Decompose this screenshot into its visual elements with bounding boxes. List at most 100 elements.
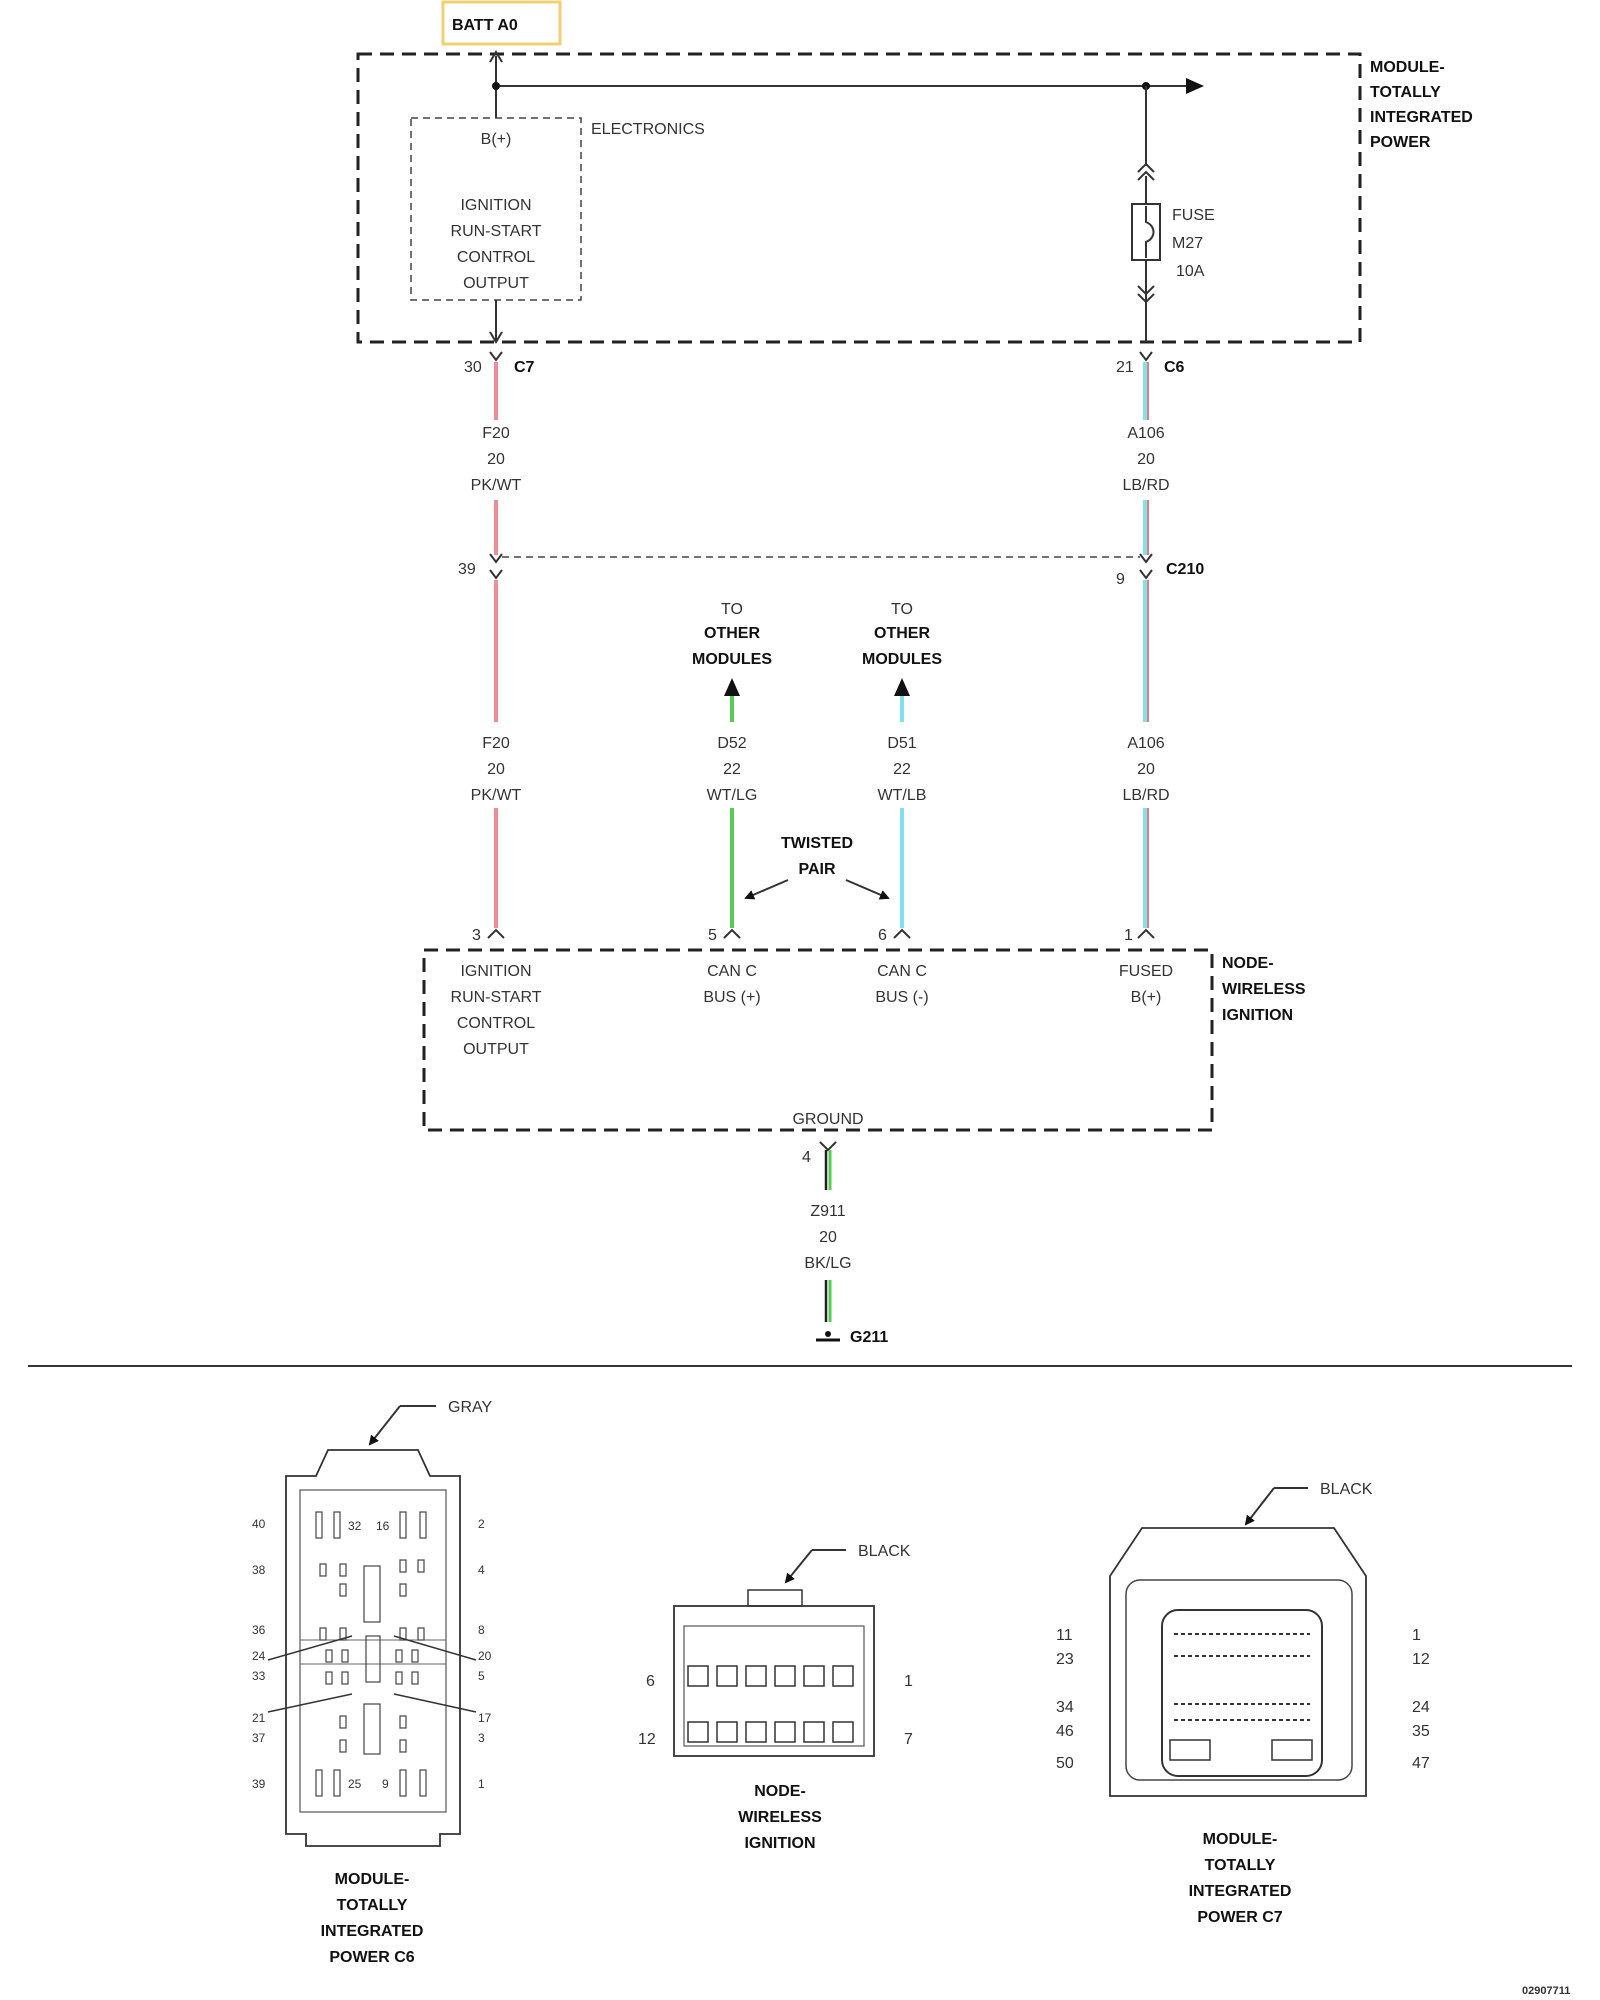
- c7-power-cavity-right: [1271, 1739, 1313, 1761]
- c7-right-pin: 1: [1412, 1627, 1421, 1644]
- c210-left-pin: 39: [458, 561, 476, 578]
- wire-z911-gauge: 20: [819, 1229, 837, 1246]
- c6-right-pin: 1: [478, 1777, 485, 1791]
- fuse-label-2: M27: [1172, 235, 1203, 252]
- electronics-label: ELECTRONICS: [591, 121, 705, 138]
- node-conn-cavity: [716, 1665, 738, 1687]
- c6-cavity: [419, 1769, 427, 1797]
- wire-d52: TO OTHER MODULES D52 22 WT/LG: [692, 601, 772, 928]
- c7-right-pin: 24: [1412, 1699, 1430, 1716]
- c6-left-pin: 38: [252, 1563, 266, 1577]
- c6-cavity: [419, 1511, 427, 1539]
- node-ign-line-3: CONTROL: [457, 1015, 535, 1032]
- c210-right-pin: 9: [1116, 571, 1125, 588]
- fuse-upper-chevron-1: [1137, 162, 1155, 173]
- node-pin4-symbol: [819, 1141, 837, 1152]
- node-canp-line-2: BUS (+): [703, 989, 760, 1006]
- c6-cavity: [339, 1715, 347, 1729]
- wire-a106-lower-code: A106: [1127, 735, 1164, 752]
- c6-inner-pin: 32: [348, 1519, 362, 1533]
- node-conn-left-pin: 12: [638, 1731, 656, 1748]
- c7-left-pin: 11: [1056, 1627, 1073, 1644]
- node-conn-color-label: BLACK: [858, 1543, 911, 1560]
- to-modules-left-1: TO: [721, 601, 743, 618]
- c6-cavity: [339, 1739, 347, 1753]
- fuse-lower-chevron-2: [1137, 293, 1155, 304]
- node-wireless-ignition-module: IGNITION RUN-START CONTROL OUTPUT CAN C …: [422, 948, 1306, 1132]
- c6-leader-17: [393, 1693, 477, 1713]
- node-pin3-label: 3: [472, 927, 481, 944]
- node-pin1-label: 1: [1124, 927, 1133, 944]
- ground-dot: [825, 1331, 831, 1337]
- node-conn-title-3: IGNITION: [744, 1835, 815, 1852]
- bus-splice-left: [492, 82, 500, 90]
- wire-a106-lower-color: LB/RD: [1122, 787, 1169, 804]
- c7-connector-symbol: [489, 351, 503, 362]
- c6-title-2: TOTALLY: [337, 1897, 408, 1914]
- c6-cavity: [399, 1769, 407, 1797]
- c7-pin: 30: [464, 359, 482, 376]
- c7-title-1: MODULE-: [1203, 1831, 1278, 1848]
- twisted-pair-arrow-right: [845, 879, 890, 900]
- fuse-label-1: FUSE: [1172, 207, 1215, 224]
- fuse-element: [1145, 206, 1155, 258]
- c6-cavity: [325, 1649, 333, 1663]
- node-ground-label: GROUND: [792, 1111, 863, 1128]
- tipm-title-2: TOTALLY: [1370, 84, 1441, 101]
- c6-name: C6: [1164, 359, 1185, 376]
- wire-d51-gauge: 22: [893, 761, 911, 778]
- c6-leader-24: [267, 1635, 353, 1661]
- c6-cavity: [399, 1715, 407, 1729]
- node-fused-line-2: B(+): [1131, 989, 1162, 1006]
- c7-title-4: POWER C7: [1197, 1909, 1282, 1926]
- to-modules-right-1: TO: [891, 601, 913, 618]
- wire-f20-upper-gauge: 20: [487, 451, 505, 468]
- c6-cavity: [341, 1671, 349, 1685]
- c6-cavity: [399, 1627, 407, 1641]
- c6-right-pin: 20: [478, 1649, 492, 1663]
- node-conn-cavity: [687, 1721, 709, 1743]
- connector-c210: 39 9 C210: [458, 553, 1204, 588]
- c6-left-pin: 39: [252, 1777, 266, 1791]
- c6-cavity: [399, 1511, 407, 1539]
- wire-d51-code: D51: [887, 735, 916, 752]
- fuse-label-3: 10A: [1176, 263, 1205, 280]
- d51-up-arrow: [894, 678, 910, 696]
- node-pin3-symbol: [487, 928, 505, 939]
- c6-leader-21: [267, 1693, 353, 1713]
- c7-color-label: BLACK: [1320, 1481, 1373, 1498]
- batt-label: BATT A0: [452, 17, 518, 34]
- c6-inner-pin: 9: [382, 1777, 389, 1791]
- twisted-pair-label-2: PAIR: [798, 861, 835, 878]
- c6-cavity: [319, 1563, 327, 1577]
- node-conn-title-2: WIRELESS: [738, 1809, 822, 1826]
- c6-left-pin: 24: [252, 1649, 266, 1663]
- wire-a106-upper-gauge: 20: [1137, 451, 1155, 468]
- node-canm-line-2: BUS (-): [875, 989, 928, 1006]
- c6-cavity: [333, 1769, 341, 1797]
- c210-name: C210: [1166, 561, 1204, 578]
- c6-inner-pin: 16: [376, 1519, 390, 1533]
- node-conn-right-pin: 7: [904, 1731, 913, 1748]
- batt-box: [441, 0, 562, 46]
- wire-a106-lower-gauge: 20: [1137, 761, 1155, 778]
- c6-cavities: [315, 1511, 427, 1797]
- connector-view-c7: BLACK 11 23 34 46 50 1 12 24 35 47 MODUL…: [1056, 1481, 1430, 1926]
- c6-right-pin: 8: [478, 1623, 485, 1637]
- c7-power-cavity-left: [1169, 1739, 1211, 1761]
- node-pin4-label: 4: [802, 1149, 811, 1166]
- c6-cavity: [417, 1627, 425, 1641]
- c6-cavity: [333, 1511, 341, 1539]
- c6-left-pin: 40: [252, 1517, 266, 1531]
- c6-cavity: [417, 1559, 425, 1573]
- c7-pin-rows: [1174, 1633, 1310, 1721]
- tipm-output-line-3: CONTROL: [457, 249, 535, 266]
- c210-left-symbol-bot: [489, 569, 503, 580]
- twisted-pair-callout: TWISTED PAIR: [744, 835, 890, 900]
- node-conn-cavity: [774, 1721, 796, 1743]
- tipm-output-line-2: RUN-START: [451, 223, 542, 240]
- c6-cavity: [411, 1671, 419, 1685]
- c7-right-pin: 35: [1412, 1723, 1430, 1740]
- node-pin6-label: 6: [878, 927, 887, 944]
- node-conn-latch: [747, 1589, 803, 1607]
